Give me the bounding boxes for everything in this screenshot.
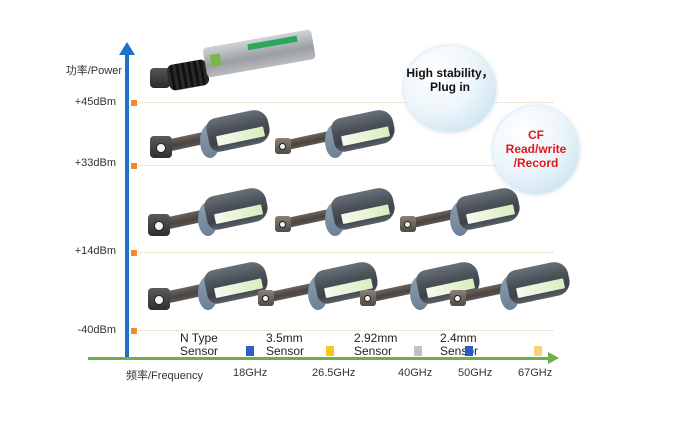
sensor-high-power <box>150 29 316 96</box>
sensor-type-label: 3.5mm Sensor <box>266 332 304 358</box>
power-sensor <box>400 185 525 248</box>
x-axis-title: 频率/Frequency <box>126 370 204 382</box>
x-tick-label: 50GHz <box>458 367 493 379</box>
gridline <box>138 330 553 331</box>
x-tick-label: 67GHz <box>518 367 553 379</box>
bubble-cf: CF Read/write /Record <box>493 106 579 194</box>
y-tick-label: +45dBm <box>74 96 116 108</box>
bubble-stability: High stability， Plug in <box>404 46 496 132</box>
y-tick-mark <box>131 163 137 169</box>
x-axis <box>88 357 550 360</box>
power-sensor <box>148 259 273 322</box>
gridline <box>138 252 553 253</box>
power-sensor <box>450 259 575 322</box>
bubble-line: Read/write <box>505 142 567 156</box>
power-sensor <box>148 185 273 248</box>
sensor-type-line1: 3.5mm <box>266 331 303 345</box>
gridline <box>138 165 553 166</box>
sensor-type-label: 2.92mm Sensor <box>354 332 397 358</box>
x-tick-label: 26.5GHz <box>312 367 356 379</box>
freq-marker-40ghz <box>414 346 422 356</box>
freq-marker-50ghz <box>465 346 473 356</box>
y-axis <box>125 52 129 359</box>
y-tick-label: +33dBm <box>74 157 116 169</box>
power-sensor <box>258 259 383 322</box>
y-axis-title: 功率/Power <box>65 65 122 77</box>
power-sensor <box>150 107 275 170</box>
sensor-type-line2: Sensor <box>354 344 393 358</box>
x-tick-label: 18GHz <box>233 367 268 379</box>
sensor-type-line2: Sensor <box>180 344 219 358</box>
y-tick-mark <box>131 100 137 106</box>
sensor-type-line1: 2.92mm <box>354 331 398 345</box>
freq-marker-67ghz <box>534 346 542 356</box>
y-tick-label: -40dBm <box>77 324 116 336</box>
bubble-line: CF <box>528 128 544 142</box>
sensor-type-label: N Type Sensor <box>180 332 218 358</box>
bubble-text: High stability， Plug in <box>404 66 496 94</box>
bubble-text: CF Read/write /Record <box>493 128 579 170</box>
y-tick-mark <box>131 328 137 334</box>
freq-marker-18ghz <box>246 346 254 356</box>
y-tick-label: +14dBm <box>74 245 116 257</box>
sensor-type-line1: 2.4mm <box>440 331 477 345</box>
y-axis-arrow-icon <box>119 42 135 55</box>
freq-marker-26ghz <box>326 346 334 356</box>
power-sensor <box>360 259 485 322</box>
bubble-line: /Record <box>513 156 559 170</box>
gridline <box>138 102 553 103</box>
power-sensor <box>275 185 400 248</box>
power-sensor <box>275 107 400 170</box>
x-axis-arrow-icon <box>548 352 559 364</box>
bubble-line: High stability， <box>406 66 494 80</box>
bubble-line: Plug in <box>430 80 470 94</box>
sensor-type-line2: Sensor <box>266 344 305 358</box>
y-tick-mark <box>131 250 137 256</box>
x-tick-label: 40GHz <box>398 367 433 379</box>
sensor-type-line1: N Type <box>180 331 218 345</box>
